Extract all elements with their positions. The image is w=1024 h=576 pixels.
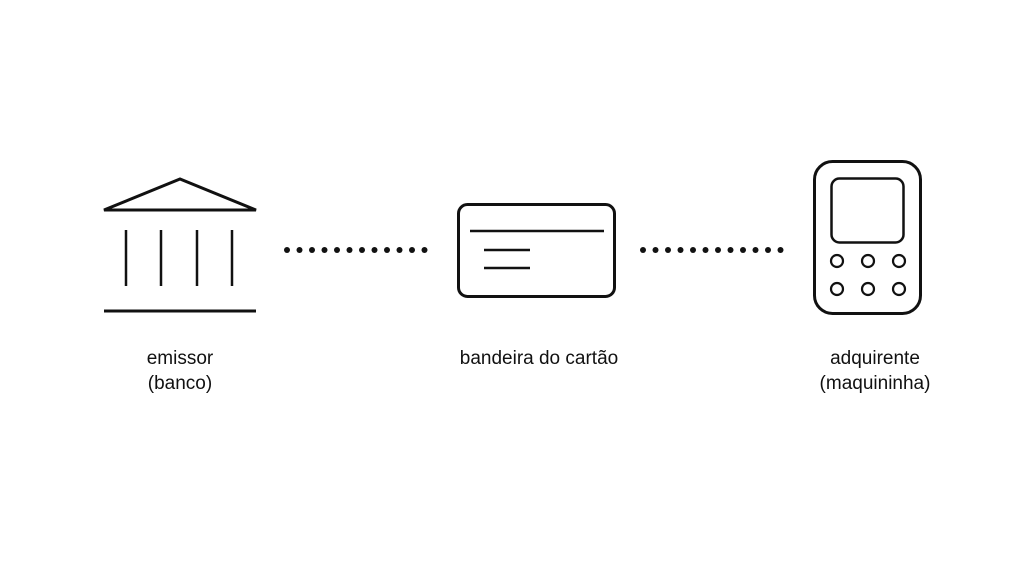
label-emissor-line-1: emissor xyxy=(146,348,214,369)
credit-card-icon xyxy=(456,202,618,300)
label-emissor: emissor (banco) xyxy=(70,346,290,396)
dotted-connector-2 xyxy=(638,245,788,255)
label-bandeira-line-1: bandeira do cartão xyxy=(459,348,619,369)
bank-icon xyxy=(98,174,262,318)
label-adquirente-line-2: (maquininha) xyxy=(819,373,931,394)
card-machine-icon xyxy=(812,159,924,317)
dotted-connector-1 xyxy=(282,245,432,255)
label-adquirente-line-1: adquirente xyxy=(830,348,920,369)
label-bandeira: bandeira do cartão xyxy=(429,346,649,371)
label-adquirente: adquirente (maquininha) xyxy=(765,346,985,396)
label-emissor-line-2: (banco) xyxy=(147,373,213,394)
